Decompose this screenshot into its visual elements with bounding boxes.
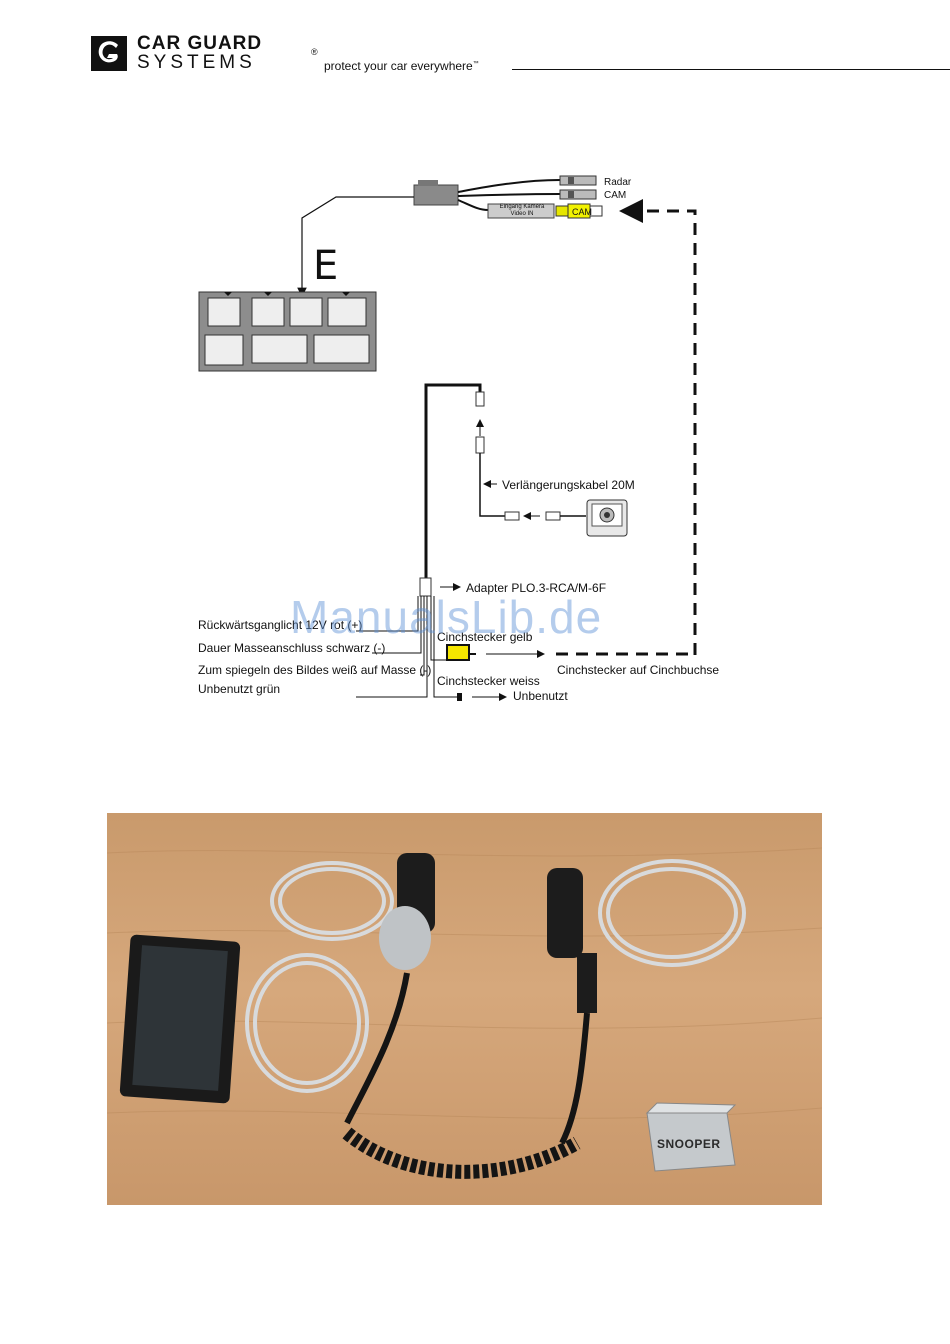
monitor-icon bbox=[119, 934, 241, 1104]
registered-mark: ® bbox=[311, 47, 318, 57]
brand-line1: CAR GUARD bbox=[137, 33, 263, 54]
extension-cable-label: Verlängerungskabel 20M bbox=[502, 478, 635, 492]
video-interface-module bbox=[413, 179, 561, 211]
mirror-label: Zum spiegeln des Bildes weiß auf Masse (… bbox=[198, 663, 432, 677]
camera-icon bbox=[586, 499, 628, 537]
plug-to-socket-label: Cinchstecker auf Cinchbuchse bbox=[557, 663, 720, 677]
yellow-plug-label: Cinchstecker gelb bbox=[437, 630, 533, 644]
extension-plug-top bbox=[475, 436, 485, 454]
brand-line2: SYSTEMS bbox=[137, 52, 256, 73]
product-photo: SNOOPER bbox=[107, 813, 822, 1205]
radar-label: Radar bbox=[604, 177, 632, 188]
adapter-wires bbox=[356, 596, 458, 698]
wiring-diagram bbox=[198, 175, 697, 701]
cam-label: CAM bbox=[604, 190, 627, 201]
adapter-plug bbox=[419, 577, 432, 597]
eingang-label-box bbox=[487, 203, 555, 219]
vehicle-connector-panel bbox=[198, 291, 377, 372]
extension-cable-line bbox=[479, 453, 505, 517]
dashed-video-line bbox=[619, 199, 697, 655]
car-guard-logo-icon bbox=[91, 36, 127, 71]
unused-green-label: Unbenutzt grün bbox=[198, 682, 281, 696]
header-rule bbox=[512, 69, 950, 70]
watermark: ManualsLib.de bbox=[290, 591, 603, 643]
unused-label: Unbenutzt bbox=[513, 689, 568, 703]
snooper-camera bbox=[645, 1102, 737, 1172]
eingang-label: Eingang Kamera Video IN bbox=[499, 204, 545, 217]
link-e-line bbox=[297, 196, 414, 298]
product-photo-illustration bbox=[107, 847, 822, 1179]
main-cable bbox=[424, 383, 482, 580]
white-cinch-plug bbox=[457, 693, 462, 701]
reverse-light-label: Rückwärtsganglicht 12V rot (+) bbox=[198, 618, 363, 632]
tagline: protect your car everywhere™ bbox=[324, 59, 479, 73]
cam-plug-label: CAM bbox=[572, 207, 592, 217]
ground-label: Dauer Masseanschluss schwarz (-) bbox=[198, 641, 386, 655]
snooper-brand-label: SNOOPER bbox=[657, 1137, 721, 1151]
adapter-label: Adapter PLO.3-RCA/M-6F bbox=[466, 581, 607, 595]
white-plug-label: Cinchstecker weiss bbox=[437, 674, 540, 688]
yellow-cinch-plug bbox=[446, 644, 470, 661]
radar-connector bbox=[559, 175, 597, 186]
cam-yellow-plug bbox=[555, 203, 603, 219]
camera-plug-top bbox=[475, 391, 485, 407]
cam-connector bbox=[559, 189, 597, 200]
connector-letter-e: E bbox=[313, 243, 339, 289]
